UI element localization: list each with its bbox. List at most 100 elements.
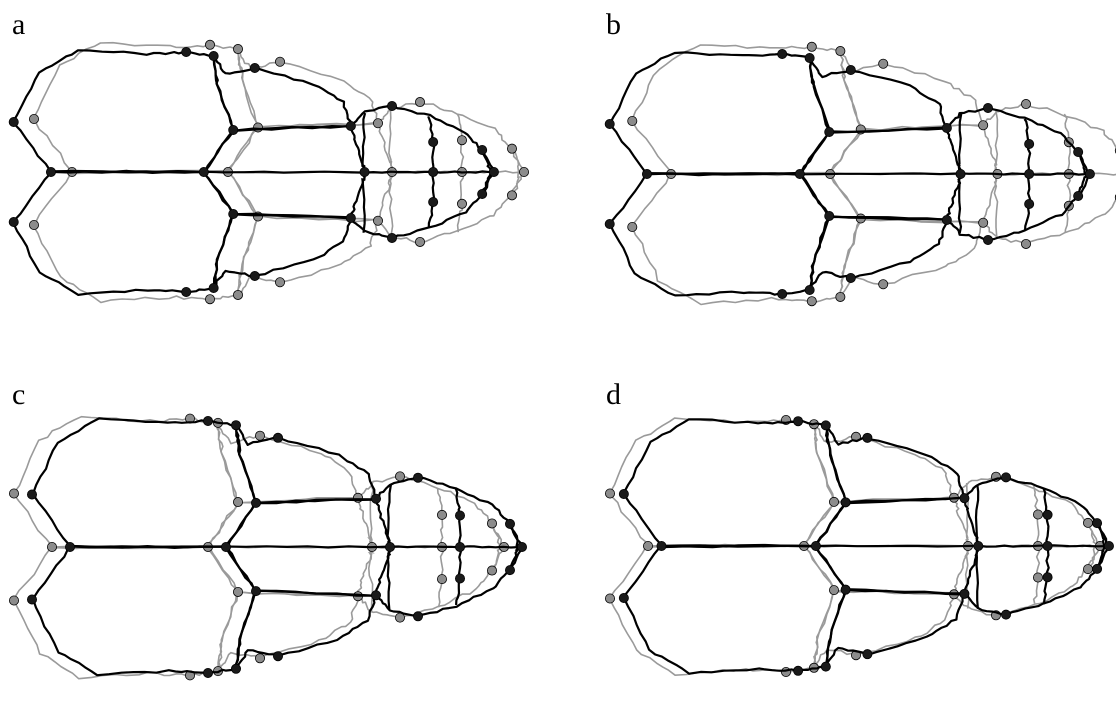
landmark-point-target <box>198 166 209 177</box>
landmark-point-target <box>504 565 515 576</box>
landmark-point-reference <box>486 518 497 529</box>
landmark-point-target <box>1024 138 1035 149</box>
landmark-point-reference <box>414 236 425 247</box>
landmark-point-target <box>517 541 528 552</box>
landmark-point-target <box>845 272 856 283</box>
landmark-point-target <box>428 136 439 147</box>
plate-small-outline <box>824 424 966 505</box>
panel-d: d <box>596 372 1116 714</box>
landmark-point-target <box>941 123 952 134</box>
landmark-point-target <box>249 63 260 74</box>
seam-outline <box>361 112 367 173</box>
landmark-point-reference <box>835 46 846 57</box>
landmark-point-reference <box>274 277 285 288</box>
plate-left-outline <box>631 172 862 306</box>
seam-outline <box>361 171 366 233</box>
landmark-point-target <box>202 667 213 678</box>
landmark-point-reference <box>456 135 467 146</box>
plate-left-outline <box>12 415 240 550</box>
landmark-point-target <box>428 196 439 207</box>
landmark-point-target <box>428 166 439 177</box>
landmark-point-reference <box>394 471 405 482</box>
landmark-point-reference <box>47 541 58 552</box>
plate-left-outline <box>608 171 831 297</box>
landmark-point-reference <box>1032 572 1043 583</box>
panel-label-d: d <box>606 378 621 411</box>
skull-outline-target <box>26 416 528 678</box>
landmark-point-target <box>824 127 835 138</box>
landmark-point-target <box>230 420 241 431</box>
landmark-point-target <box>386 101 397 112</box>
skull-outline-target <box>604 49 1095 299</box>
landmark-point-target <box>386 232 397 243</box>
landmark-point-target <box>1073 146 1084 157</box>
seam-outline <box>509 545 520 571</box>
plate-central-outline <box>202 171 367 220</box>
landmark-point-target <box>982 234 993 245</box>
landmark-point-target <box>384 541 395 552</box>
landmark-point-reference <box>835 291 846 302</box>
plate-central-outline <box>203 125 367 174</box>
plate-rear-outline <box>946 173 1092 242</box>
landmark-point-reference <box>806 296 817 307</box>
landmark-point-target <box>26 594 37 605</box>
landmark-point-target <box>250 497 261 508</box>
landmark-point-reference <box>28 114 39 125</box>
panel-label-a: a <box>12 8 26 41</box>
plate-central-outline <box>226 169 394 223</box>
landmark-point-target <box>793 665 804 676</box>
plate-left-outline <box>608 417 835 548</box>
landmark-point-target <box>228 208 239 219</box>
seam-outline <box>975 546 980 609</box>
landmark-point-target <box>973 540 984 551</box>
seam-outline <box>386 546 392 610</box>
landmark-point-target <box>1103 540 1114 551</box>
landmark-point-target <box>1042 509 1053 520</box>
landmark-point-target <box>959 493 970 504</box>
landmark-point-reference <box>232 44 243 55</box>
plate-central-outline <box>802 496 970 548</box>
landmark-point-target <box>1024 168 1035 179</box>
panel-label-c: c <box>12 378 26 411</box>
landmark-point-target <box>228 125 239 136</box>
plate-left-outline <box>622 418 847 548</box>
landmark-point-reference <box>1020 238 1031 249</box>
midline-outline <box>50 168 495 176</box>
landmark-point-target <box>359 166 370 177</box>
landmark-point-target <box>656 540 667 551</box>
landmark-point-target <box>777 288 788 299</box>
landmark-point-reference <box>232 497 243 508</box>
plate-small-outline <box>808 215 948 291</box>
skull-outline-target <box>618 416 1114 676</box>
plate-small-outline <box>839 49 984 131</box>
landmark-point-reference <box>828 585 839 596</box>
landmark-point-target <box>840 584 851 595</box>
landmark-point-reference <box>254 430 265 441</box>
landmark-point-target <box>8 216 19 227</box>
plate-left-outline <box>11 49 235 174</box>
landmark-point-target <box>618 592 629 603</box>
plate-central-outline <box>814 496 980 548</box>
landmark-point-target <box>810 540 821 551</box>
plate-rear-outline <box>377 101 526 173</box>
landmark-point-reference <box>643 540 654 551</box>
landmark-point-reference <box>8 488 19 499</box>
landmark-point-target <box>181 286 192 297</box>
landmark-point-target <box>777 49 788 60</box>
landmark-point-target <box>220 541 231 552</box>
panel-label-b: b <box>606 8 621 41</box>
seam-outline <box>388 171 394 235</box>
plate-left-outline <box>31 417 257 549</box>
landmark-point-target <box>208 51 219 62</box>
landmark-point-target <box>272 432 283 443</box>
seam-outline <box>1088 522 1098 546</box>
landmark-point-reference <box>28 219 39 230</box>
landmark-point-target <box>181 47 192 58</box>
seam-outline <box>489 546 501 573</box>
landmark-point-target <box>412 472 423 483</box>
landmark-point-reference <box>1082 564 1093 575</box>
landmark-point-target <box>345 212 356 223</box>
plate-left-outline <box>608 51 832 177</box>
landmark-point-target <box>412 611 423 622</box>
plate-rear-outline <box>378 170 526 244</box>
